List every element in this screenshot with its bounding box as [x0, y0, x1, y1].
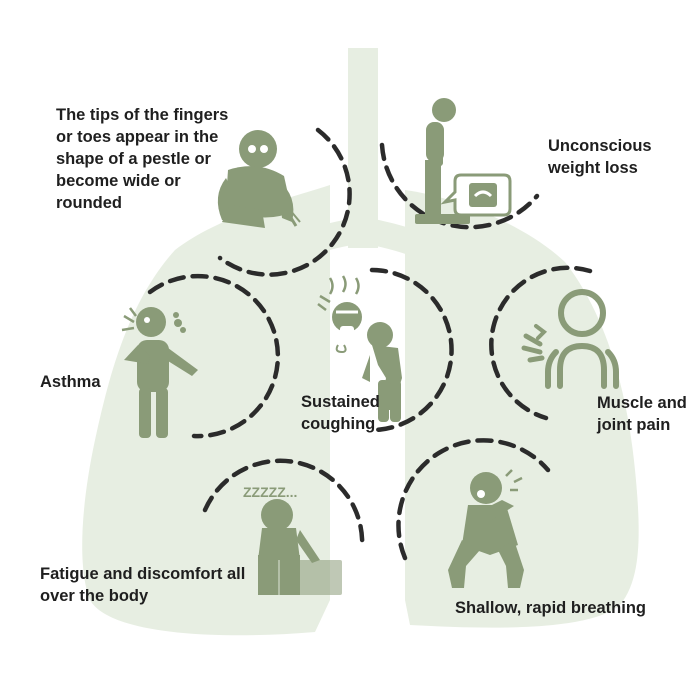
aching-shoulder-icon: [521, 289, 619, 389]
breathless-person-icon: [448, 469, 524, 588]
person-on-scale-icon: [415, 98, 512, 224]
coughing-person-icon: [317, 275, 402, 422]
label-asthma: Asthma: [40, 373, 101, 391]
arc-muscle: [489, 265, 593, 421]
label-fatigue: Fatigue and discomfort all over the body: [40, 565, 246, 605]
arc-clubbing: [217, 127, 352, 277]
label-weight-loss: Unconscious weight loss: [548, 137, 652, 177]
label-coughing: Sustained coughing: [301, 393, 380, 433]
wheezing-person-icon: [121, 307, 198, 438]
sleep-zzz-text: ZZZZZ...: [243, 484, 297, 500]
right-lung: [405, 190, 639, 628]
label-clubbing: The tips of the fingers or toes appear i…: [56, 106, 229, 212]
trachea: [348, 48, 378, 248]
arc-breath: [396, 438, 551, 561]
arc-fatigue: [202, 458, 365, 551]
label-breathing: Shallow, rapid breathing: [455, 599, 646, 617]
sleeping-person-icon: ZZZZZ...: [243, 484, 342, 595]
arc-cough: [368, 267, 454, 433]
arc-asthma: [147, 273, 281, 439]
label-muscle-pain: Muscle and joint pain: [597, 394, 687, 434]
crouching-person-icon: [217, 130, 301, 228]
